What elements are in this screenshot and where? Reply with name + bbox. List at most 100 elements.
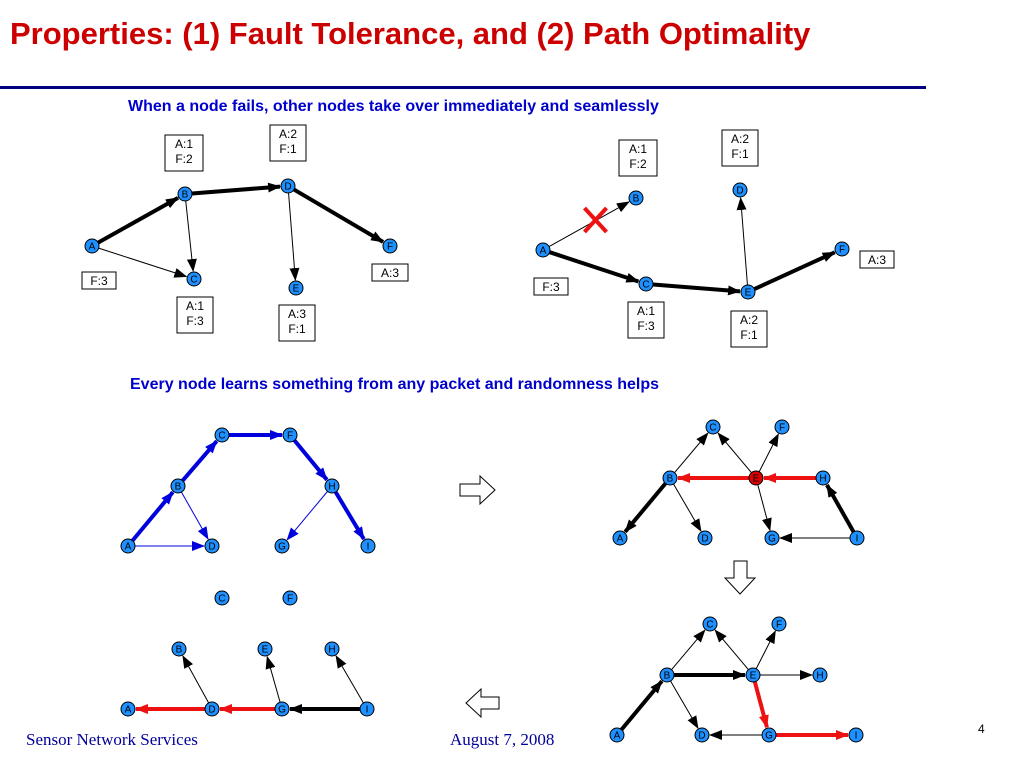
node-C: [186, 271, 202, 287]
node-label-G: G: [278, 705, 286, 716]
svg-text:F:1: F:1: [279, 142, 297, 156]
arrow-left-icon: [465, 687, 500, 719]
node-B: [628, 190, 644, 206]
node-E: [740, 284, 756, 300]
node-label-B: B: [633, 194, 640, 205]
node-I: [360, 538, 376, 554]
node-label-G: G: [765, 731, 773, 742]
node-A: [535, 242, 551, 258]
svg-text:A:2: A:2: [731, 132, 749, 146]
svg-text:F:3: F:3: [90, 274, 108, 288]
node-E: [288, 280, 304, 296]
edge-A-C: [98, 247, 188, 278]
node-label-B: B: [176, 645, 183, 656]
node-label-F: F: [387, 242, 393, 253]
node-H: [812, 667, 828, 683]
table-label-B: A:1F:2: [164, 134, 204, 172]
node-label-I: I: [366, 705, 369, 716]
node-label-F: F: [287, 594, 293, 605]
node-A: [84, 238, 100, 254]
node-label-E: E: [745, 288, 752, 299]
edge-B-A: [623, 482, 668, 534]
slide-title: Properties: (1) Fault Tolerance, and (2)…: [10, 16, 811, 51]
edge-B-D: [670, 680, 699, 729]
node-C: [214, 427, 230, 443]
edge-B-C: [671, 629, 706, 670]
subtitle-path-optimality: Every node learns something from any pac…: [130, 376, 660, 393]
node-label-H: H: [816, 671, 823, 682]
node-D: [204, 701, 220, 717]
table-label-E: A:3F:1: [278, 304, 316, 342]
node-D: [280, 178, 296, 194]
table-label-F: A:3: [859, 250, 895, 269]
svg-text:F:3: F:3: [542, 280, 560, 294]
node-G: [761, 727, 777, 743]
node-label-B: B: [664, 671, 671, 682]
edge-D-B: [182, 655, 210, 704]
node-G: [274, 538, 290, 554]
node-G: [274, 701, 290, 717]
svg-text:F:1: F:1: [288, 322, 306, 336]
node-D: [697, 530, 713, 546]
edge-A-B: [619, 679, 664, 731]
node-E: [257, 641, 273, 657]
node-label-F: F: [287, 431, 293, 442]
node-label-B: B: [175, 482, 182, 493]
node-label-F: F: [839, 245, 845, 256]
edge-C-E: [652, 282, 742, 296]
node-label-C: C: [190, 275, 197, 286]
edge-H-I: [333, 490, 366, 541]
node-label-H: H: [819, 474, 826, 485]
edge-B-D: [191, 182, 282, 196]
node-label-C: C: [706, 620, 713, 631]
node-label-A: A: [125, 542, 132, 553]
node-label-A: A: [614, 731, 621, 742]
node-C: [214, 590, 230, 606]
node-label-I: I: [367, 542, 370, 553]
node-I: [849, 530, 865, 546]
node-label-A: A: [617, 534, 624, 545]
node-label-F: F: [776, 620, 782, 631]
edge-D-F: [293, 187, 385, 244]
node-G: [764, 530, 780, 546]
edge-E-C: [717, 432, 752, 473]
table-label-E: A:2F:1: [730, 310, 768, 348]
node-label-D: D: [701, 534, 708, 545]
edge-E-G: [752, 681, 769, 729]
node-label-D: D: [284, 182, 291, 193]
node-label-D: D: [736, 186, 743, 197]
node-D: [694, 727, 710, 743]
svg-text:A:1: A:1: [175, 137, 193, 151]
footer-date: August 7, 2008: [450, 730, 555, 749]
arrow-right-icon: [459, 474, 496, 506]
edge-I-H: [335, 655, 364, 704]
node-D: [204, 538, 220, 554]
node-label-B: B: [667, 474, 674, 485]
node-E: [745, 667, 761, 683]
edge-B-C: [185, 200, 197, 273]
svg-text:A:2: A:2: [279, 127, 297, 141]
edge-A-B: [130, 490, 175, 542]
node-F: [834, 241, 850, 257]
node-label-H: H: [328, 482, 335, 493]
node-label-F: F: [779, 423, 785, 434]
node-A: [612, 530, 628, 546]
table-label-A: F:3: [81, 271, 117, 290]
node-E: [748, 470, 764, 486]
link-failure-mark: [583, 206, 608, 234]
table-label-C: A:1F:3: [627, 301, 665, 339]
node-label-B: B: [182, 190, 189, 201]
node-F: [774, 419, 790, 435]
node-label-D: D: [698, 731, 705, 742]
svg-text:F:1: F:1: [731, 147, 749, 161]
edge-I-H: [825, 483, 856, 533]
edge-A-B: [97, 196, 179, 245]
svg-text:F:3: F:3: [637, 319, 655, 333]
edge-E-G: [757, 484, 772, 532]
node-I: [359, 701, 375, 717]
edge-E-F: [755, 630, 776, 669]
